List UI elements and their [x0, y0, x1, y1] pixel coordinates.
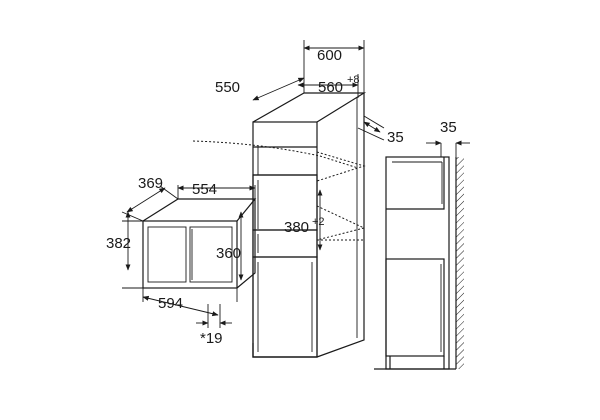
microwave-drawing: [142, 198, 257, 289]
side-view-drawing: [374, 156, 464, 370]
dimension-560: [297, 74, 359, 98]
label-380-tolerance: +2: [312, 216, 325, 228]
projection-line: [192, 140, 359, 169]
label-382: 382: [106, 235, 131, 252]
label-600: 600: [317, 47, 342, 64]
label-35-side: 35: [440, 119, 457, 136]
dimension-35-side: [426, 140, 470, 157]
dimension-594: [142, 288, 238, 317]
label-560-tolerance: +8: [347, 74, 360, 86]
dimension-554: [177, 185, 256, 199]
label-594: 594: [158, 295, 183, 312]
label-560: 560: [318, 79, 343, 96]
label-35-rear: 35: [387, 129, 404, 146]
label-360: 360: [216, 245, 241, 262]
dimension-382: [122, 211, 143, 289]
label-554: 554: [192, 181, 217, 198]
label-380: 380: [284, 219, 309, 236]
label-550: 550: [215, 79, 240, 96]
dimension-35-rear: [357, 115, 385, 141]
label-369: 369: [138, 175, 163, 192]
dimension-19: [196, 304, 232, 328]
cabinet-drawing: [252, 92, 367, 358]
label-19: *19: [200, 330, 223, 347]
dimension-550: [252, 77, 305, 101]
